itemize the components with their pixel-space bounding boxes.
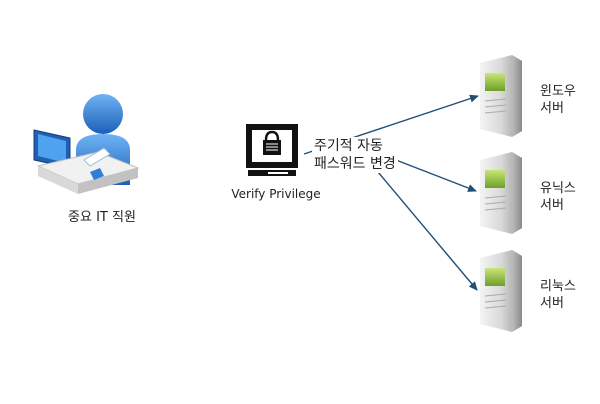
server-unix-icon <box>480 152 522 234</box>
server-label-linux: 리눅스 서버 <box>540 278 576 312</box>
arrow-to-linux <box>377 171 478 291</box>
verify-privilege-label: Verify Privilege <box>231 187 321 201</box>
server-label-linux-line1: 리눅스 <box>540 279 576 294</box>
server-label-unix-line2: 서버 <box>540 198 564 213</box>
process-label-line2: 패스워드 변경 <box>314 156 396 172</box>
process-label-line1: 주기적 자동 <box>314 138 383 154</box>
it-staff-icon <box>33 94 140 194</box>
server-label-linux-line2: 서버 <box>540 296 564 311</box>
server-label-windows-line2: 서버 <box>540 101 564 116</box>
server-windows-icon <box>480 55 522 137</box>
arrow-to-unix <box>395 159 477 192</box>
lock-terminal-icon <box>246 124 298 176</box>
server-linux-icon <box>480 250 522 332</box>
server-label-windows-line1: 윈도우 <box>540 84 576 99</box>
server-label-unix-line1: 유닉스 <box>540 181 576 196</box>
process-label: 주기적 자동 패스워드 변경 <box>312 137 398 173</box>
server-label-windows: 윈도우 서버 <box>540 83 576 117</box>
user-label: 중요 IT 직원 <box>68 210 136 225</box>
server-label-unix: 유닉스 서버 <box>540 180 576 214</box>
